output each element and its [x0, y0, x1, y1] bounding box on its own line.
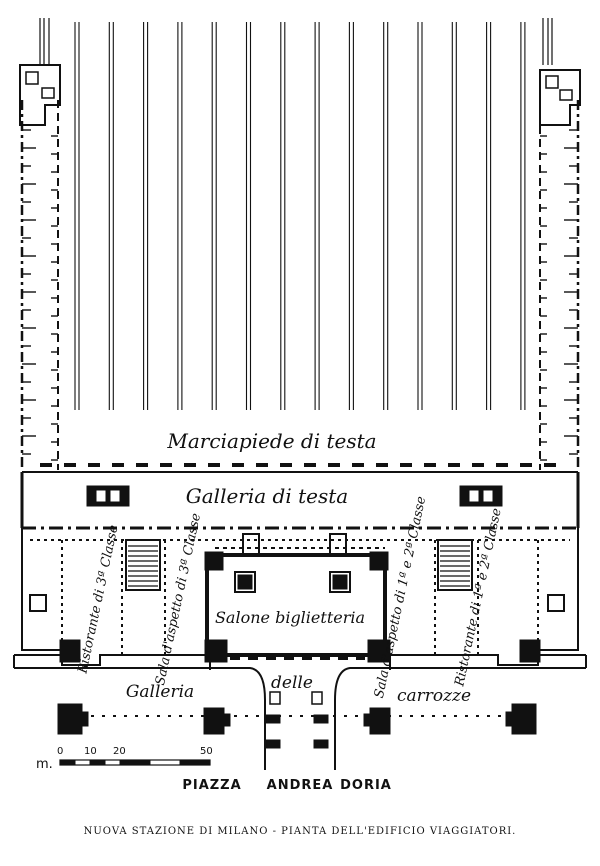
scale-tick-20: 20	[113, 746, 126, 757]
label-delle: delle	[271, 673, 313, 693]
label-marciapiede: Marciapiede di testa	[166, 429, 376, 453]
label-galleria: Galleria	[126, 682, 194, 702]
right-side-wing	[539, 18, 581, 470]
track-lines	[74, 22, 526, 410]
galleria-delle-carrozze	[13, 654, 587, 770]
left-side-wing	[19, 18, 61, 470]
label-galleria-testa: Galleria di testa	[186, 484, 348, 508]
salone-biglietteria-hall	[204, 533, 391, 663]
label-carrozze: carrozze	[397, 686, 471, 706]
scale-tick-50: 50	[200, 746, 213, 757]
label-piazza: PIAZZA	[182, 778, 241, 793]
label-andrea: ANDREA	[267, 778, 334, 793]
label-ristorante-3: Ristorante di 3ª Classe	[75, 523, 121, 675]
galleria-di-testa-hall	[20, 471, 580, 530]
main-building-block	[21, 528, 579, 670]
scale-tick-10: 10	[84, 746, 97, 757]
label-ristorante-12: Ristorante di 1ª e 2ª Classe	[452, 507, 505, 689]
label-doria: DORIA	[340, 778, 392, 793]
scale-tick-0: 0	[57, 746, 63, 757]
scale-bar	[59, 759, 211, 766]
scale-unit: m.	[36, 757, 53, 772]
label-salone: Salone biglietteria	[215, 608, 365, 627]
plan-caption: NUOVA STAZIONE DI MILANO - PIANTA DELL'E…	[83, 826, 517, 837]
label-sala-3: Sala d'aspetto di 3ª Classe	[153, 512, 204, 687]
